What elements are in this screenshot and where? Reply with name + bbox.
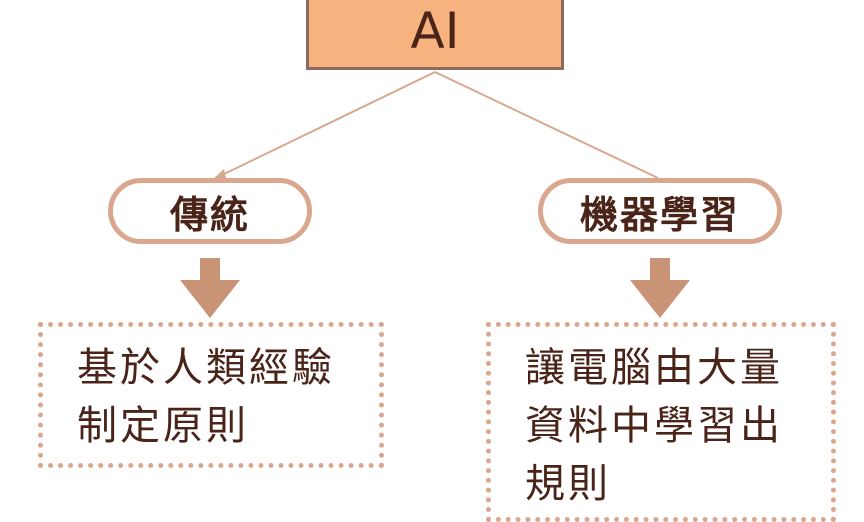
connector-left <box>219 71 436 177</box>
root-node-ai: AI <box>306 0 564 70</box>
connector-layer <box>180 71 690 318</box>
description-line: 制定原則 <box>77 403 249 449</box>
connector-left-arrowhead <box>212 169 226 180</box>
description-box-traditional: 基於人類經驗 制定原則 <box>38 322 384 468</box>
root-node-label: AI <box>410 2 460 60</box>
description-line: 資料中學習出 <box>525 403 783 449</box>
description-box-machine-learning: 讓電腦由大量 資料中學習出 規則 <box>486 322 836 522</box>
description-line: 讓電腦由大量 <box>525 345 783 391</box>
branch-node-label: 機器學習 <box>579 192 740 237</box>
down-arrow-right <box>630 258 690 318</box>
branch-node-label: 傳統 <box>169 192 250 237</box>
description-line: 基於人類經驗 <box>77 345 335 391</box>
down-arrow-left <box>180 258 240 318</box>
connector-right <box>434 71 659 179</box>
branch-node-machine-learning: 機器學習 <box>538 178 782 244</box>
description-line: 規則 <box>525 461 611 507</box>
branch-node-traditional: 傳統 <box>108 178 312 244</box>
